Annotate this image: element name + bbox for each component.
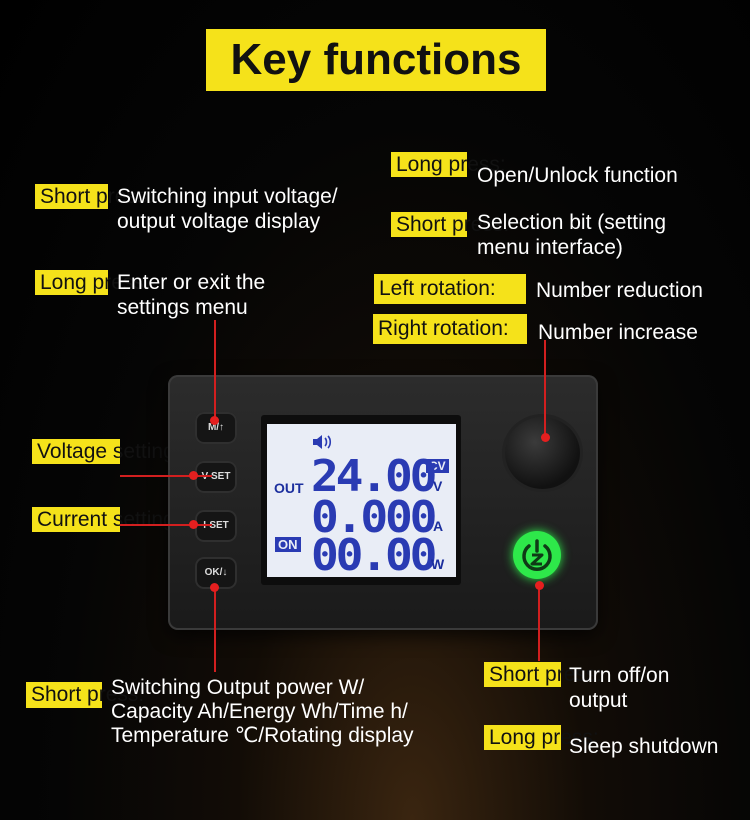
left-rotation-tag: Left rotation:	[374, 274, 526, 304]
knob-long-press-desc: Open/Unlock function	[477, 164, 678, 187]
connector-dot	[189, 520, 198, 529]
mt-long-press-desc: Enter or exit the settings menu	[117, 271, 266, 319]
connector-line	[214, 320, 216, 422]
iset-button[interactable]: I-SET	[195, 510, 237, 542]
lcd-current-value: 0.000	[311, 492, 437, 543]
connector-line	[214, 588, 216, 672]
unit-a: A	[433, 518, 444, 534]
lcd-display: CV OUT ON 24.00 0.000 00.00 V A W	[267, 424, 456, 581]
power-short-press-desc: Turn off/on output	[569, 664, 670, 712]
right-rotation-tag: Right rotation:	[373, 314, 527, 344]
page-title: Key functions	[206, 29, 546, 91]
mt-short-press-desc: Switching input voltage/ output voltage …	[117, 185, 338, 233]
connector-dot	[189, 471, 198, 480]
connector-line	[544, 340, 546, 438]
on-indicator: ON	[275, 537, 301, 552]
knob-long-press-tag: Long press:	[391, 152, 506, 177]
power-long-press-desc: Sleep shutdown	[569, 735, 719, 758]
power-z-icon	[522, 539, 552, 571]
connector-line	[120, 524, 212, 526]
mt-long-press-tag: Long press:	[35, 270, 150, 295]
power-long-press-tag: Long press:	[484, 725, 599, 750]
speaker-icon	[313, 435, 332, 449]
connector-dot	[210, 583, 219, 592]
left-rotation-desc: Number reduction	[536, 279, 703, 302]
knob-short-press-tag: Short press:	[391, 212, 509, 237]
out-label: OUT	[274, 480, 304, 496]
mt-short-press-tag: Short press:	[35, 184, 153, 209]
connector-line	[538, 585, 540, 661]
ok-short-press-desc: Switching Output power W/ Capacity Ah/En…	[111, 676, 414, 747]
ok-short-press-tag: Short press:	[26, 682, 144, 708]
knob-short-press-desc: Selection bit (setting menu interface)	[477, 211, 667, 259]
power-short-press-tag: Short press:	[484, 662, 602, 687]
right-rotation-desc: Number increase	[538, 321, 698, 344]
lcd-power-value: 00.00	[311, 530, 437, 581]
vset-tag: Voltage setting	[32, 439, 175, 464]
rotary-knob[interactable]	[505, 417, 580, 489]
cv-indicator: CV	[426, 459, 449, 473]
lcd-voltage-value: 24.00	[311, 451, 437, 502]
connector-dot	[541, 433, 550, 442]
connector-dot	[535, 581, 544, 590]
unit-v: V	[433, 478, 443, 494]
connector-dot	[210, 416, 219, 425]
iset-tag: Current setting	[32, 507, 175, 532]
vset-button[interactable]: V-SET	[195, 461, 237, 493]
power-button[interactable]	[513, 531, 561, 579]
unit-w: W	[431, 556, 445, 572]
connector-line	[120, 475, 212, 477]
